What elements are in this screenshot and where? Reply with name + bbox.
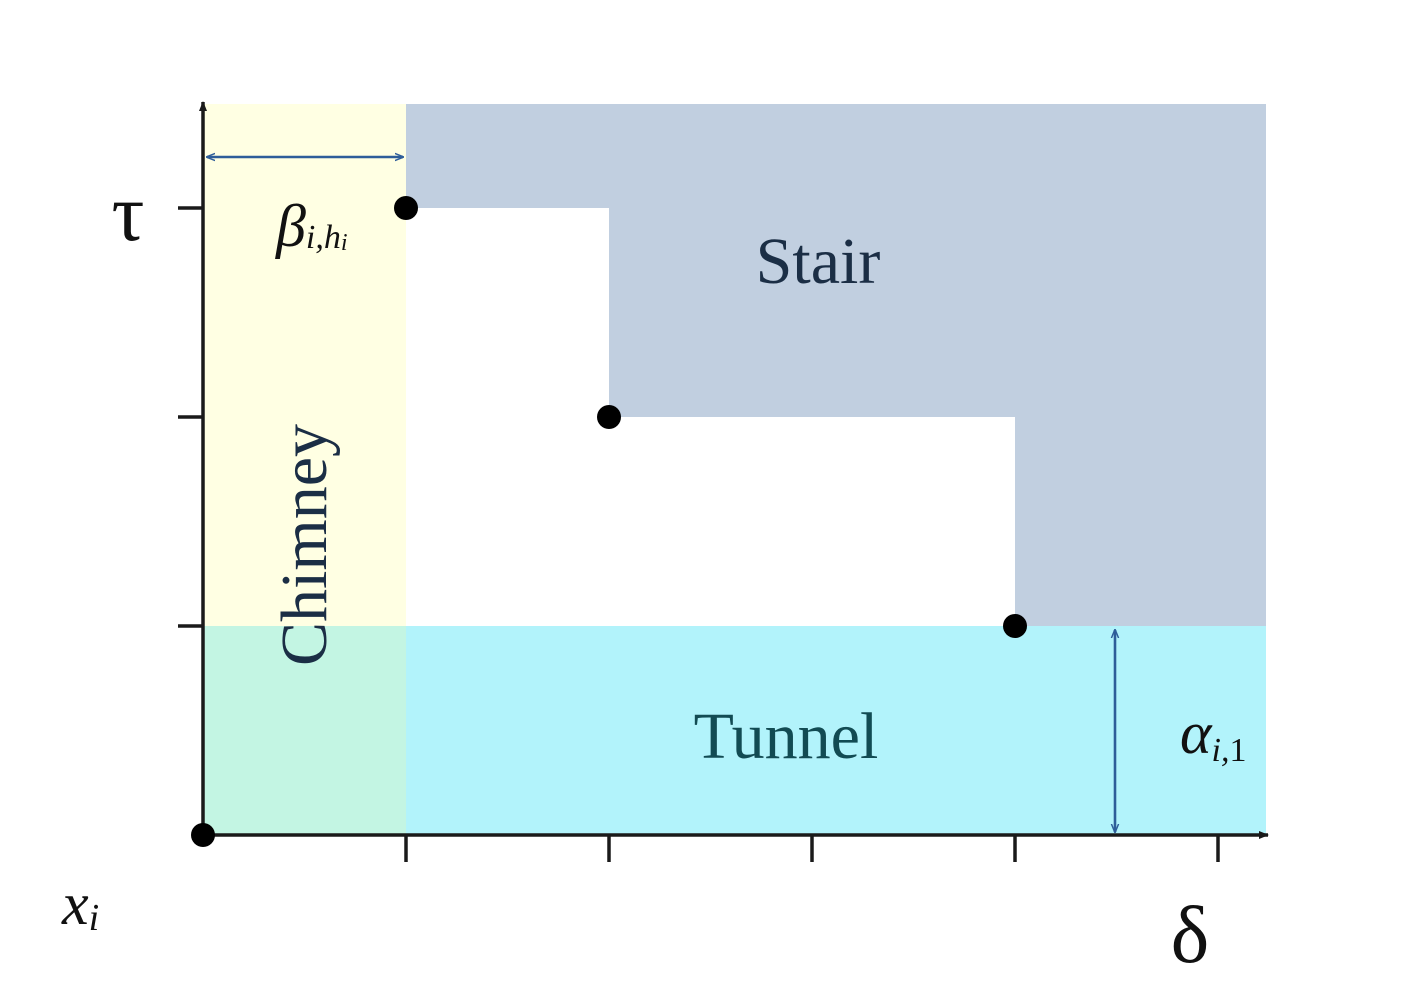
tunnel-label: Tunnel bbox=[694, 700, 879, 773]
stair-region bbox=[406, 104, 1266, 626]
alpha-label: αi,1 bbox=[1180, 700, 1246, 769]
beta-label: βi,hi bbox=[275, 193, 348, 259]
beta-symbol: β bbox=[275, 193, 306, 259]
tau-label: τ bbox=[112, 167, 145, 258]
beta-subscript: i,h bbox=[306, 219, 341, 256]
corner-point-1 bbox=[191, 823, 215, 847]
alpha-subscript-1: 1 bbox=[1229, 732, 1246, 769]
delta-label: δ bbox=[1171, 889, 1210, 980]
x-label-subscript: i bbox=[89, 897, 100, 939]
x-label-main: x bbox=[61, 871, 89, 937]
alpha-symbol: α bbox=[1180, 700, 1213, 766]
chimney-label: Chimney bbox=[268, 424, 341, 666]
corner-point-3 bbox=[597, 405, 621, 429]
corner-point-2 bbox=[394, 196, 418, 220]
corner-point-4 bbox=[1003, 614, 1027, 638]
overlap-region bbox=[203, 626, 406, 835]
stair-label: Stair bbox=[756, 225, 881, 298]
alpha-subscript-i: i, bbox=[1212, 732, 1230, 769]
x-label: xi bbox=[61, 871, 99, 939]
beta-subsubscript: i bbox=[341, 230, 348, 256]
